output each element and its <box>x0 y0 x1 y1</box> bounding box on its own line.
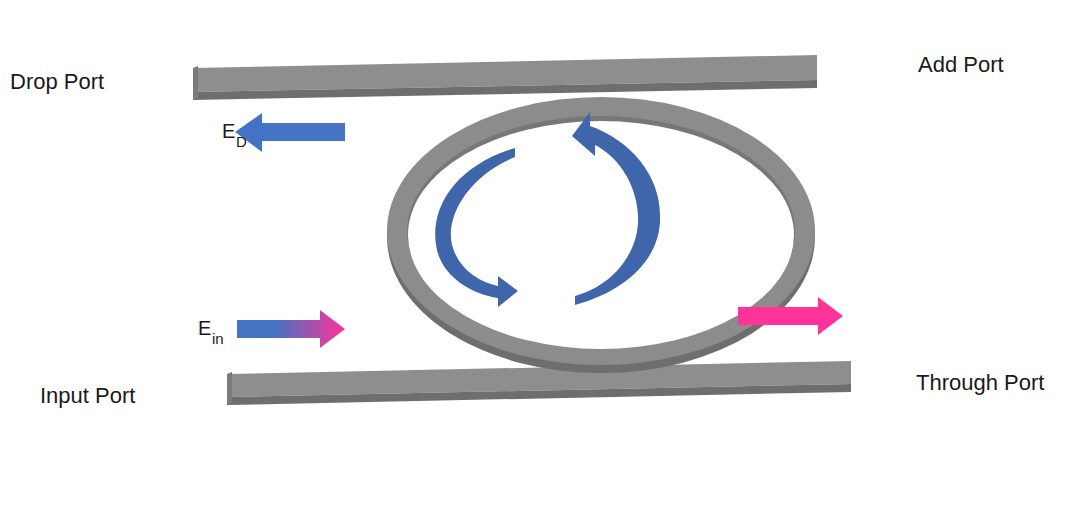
port-label: Add Port <box>918 54 1004 76</box>
field-symbol: E <box>198 318 211 338</box>
input-signal-arrow <box>237 310 345 348</box>
through-signal-arrow <box>738 297 843 335</box>
port-label: Drop Port <box>10 71 104 93</box>
field-subscript: in <box>212 331 224 346</box>
field-subscript: D <box>236 134 247 149</box>
drop-signal-arrow <box>235 113 345 152</box>
circulation-arrows <box>435 112 660 307</box>
field-symbol: E <box>222 121 235 141</box>
microring <box>387 97 815 373</box>
bottom-waveguide <box>227 361 851 405</box>
port-label: Through Port <box>916 372 1044 394</box>
top-waveguide <box>193 55 817 100</box>
port-label: Input Port <box>40 385 135 407</box>
